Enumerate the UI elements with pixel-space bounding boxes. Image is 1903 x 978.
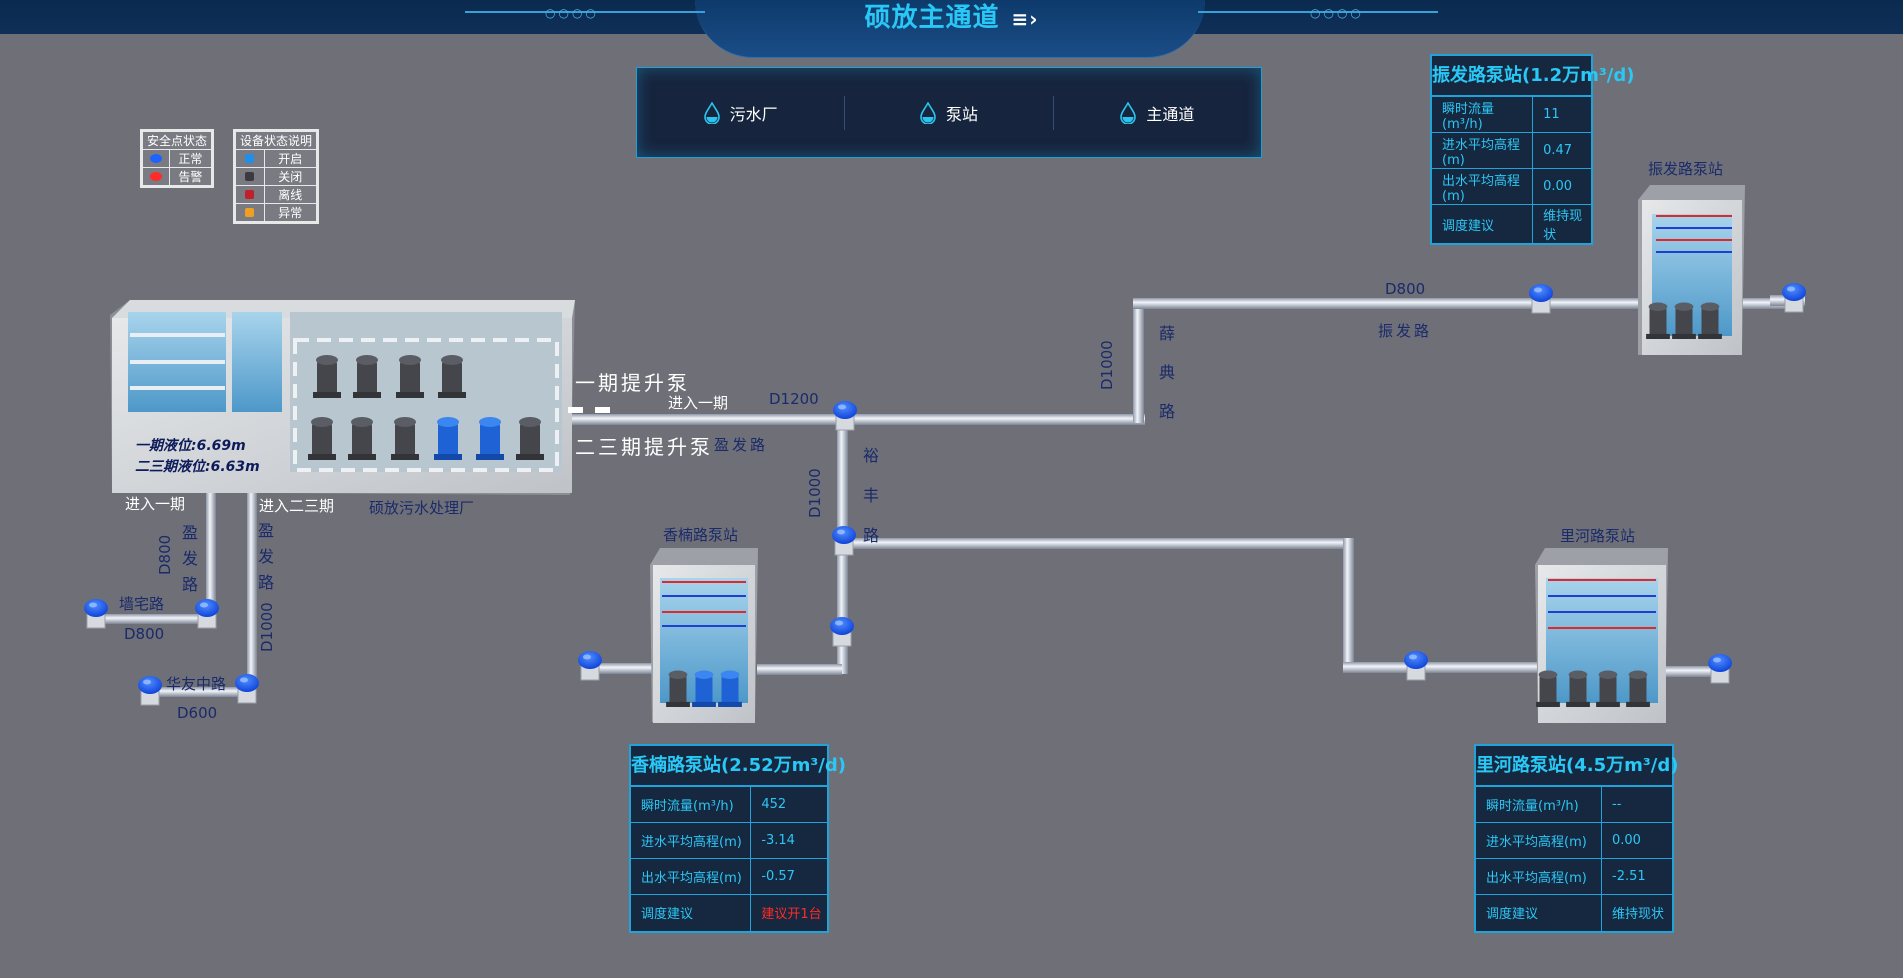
legend-label: 关闭 bbox=[263, 167, 318, 186]
pump-offline-icon bbox=[245, 189, 255, 199]
legend-device-status: 设备状态说明 开启 关闭 离线 异常 bbox=[233, 129, 320, 224]
card-field-value: 11 bbox=[1532, 96, 1591, 133]
sewage-plant-model bbox=[110, 300, 610, 495]
legend-safety-status: 安全点状态 正常 告警 bbox=[140, 129, 215, 188]
card-field-label: 瞬时流量(m³/h) bbox=[1432, 96, 1534, 133]
label-enter-phase1-pipe: 进入一期 bbox=[668, 394, 729, 412]
label-pipe-d800-vertical: D800 bbox=[156, 534, 174, 575]
tab-label: 泵站 bbox=[945, 104, 978, 124]
page-title: 硕放主通道 ≡› bbox=[0, 0, 1903, 36]
label-enter-phase23: 进入二三期 bbox=[259, 497, 335, 515]
station-model-xiangnan bbox=[650, 548, 758, 723]
header-decoration-dots-left: ○○○○ bbox=[545, 6, 599, 20]
card-field-value: 452 bbox=[750, 786, 827, 823]
legend-label: 告警 bbox=[168, 167, 213, 186]
station-name-xiangnan[interactable]: 香楠路泵站 bbox=[663, 526, 739, 544]
station-model-zhenfa bbox=[1638, 185, 1745, 355]
card-lihe-station: 里河路泵站(4.5万m³/d) 瞬时流量(m³/h)-- 进水平均高程(m)0.… bbox=[1474, 744, 1678, 933]
plant-name: 硕放污水处理厂 bbox=[369, 499, 475, 517]
page-title-text: 硕放主通道 bbox=[864, 3, 1000, 33]
status-normal-icon bbox=[149, 153, 162, 163]
card-title: 里河路泵站(4.5万m³/d) bbox=[1476, 746, 1678, 786]
label-pipe-d600: D600 bbox=[177, 704, 218, 722]
card-field-label: 调度建议 bbox=[1432, 204, 1534, 243]
label-enter-phase1: 进入一期 bbox=[125, 495, 186, 513]
plant-level-phase1: 一期液位:6.69m bbox=[135, 438, 246, 454]
pump-off-icon bbox=[245, 171, 255, 181]
label-pipe-d1000-xuedian: D1000 bbox=[1098, 340, 1116, 390]
label-pipe-d1000-left: D1000 bbox=[258, 602, 276, 652]
card-title: 香楠路泵站(2.52万m³/d) bbox=[631, 746, 846, 786]
status-alarm-icon bbox=[149, 171, 162, 181]
label-road-yingfa-left: 盈发路 bbox=[181, 523, 198, 594]
card-field-value: -2.51 bbox=[1601, 858, 1672, 895]
pump-on-icon bbox=[245, 153, 255, 163]
station-name-lihe[interactable]: 里河路泵站 bbox=[1560, 527, 1636, 545]
card-field-label: 进水平均高程(m) bbox=[631, 822, 752, 859]
card-field-value: -0.57 bbox=[750, 858, 827, 895]
tab-sewage-plant[interactable]: 污水厂 bbox=[637, 96, 844, 130]
label-pipe-d1200: D1200 bbox=[769, 390, 819, 408]
label-road-huayouzhong: 华友中路 bbox=[166, 675, 227, 693]
label-pipe-d1000-yufeng: D1000 bbox=[806, 468, 824, 518]
header-decoration-left bbox=[465, 11, 705, 13]
card-field-label: 调度建议 bbox=[1476, 894, 1602, 931]
legend-label: 异常 bbox=[263, 203, 318, 222]
plant-level-phase23: 二三期液位:6.63m bbox=[135, 459, 260, 475]
label-road-xuedian: 薛典路 bbox=[1158, 324, 1175, 421]
card-field-value: 0.00 bbox=[1601, 822, 1672, 859]
label-pipe-d800: D800 bbox=[1385, 280, 1426, 298]
label-road-yufeng: 裕丰路 bbox=[862, 446, 879, 545]
header-decoration-dots-right: ○○○○ bbox=[1310, 6, 1364, 20]
water-drop-icon bbox=[703, 101, 720, 124]
legend-title: 设备状态说明 bbox=[234, 131, 318, 150]
tab-pump-station[interactable]: 泵站 bbox=[844, 95, 1052, 130]
water-drop-icon bbox=[1120, 101, 1137, 124]
tab-label: 污水厂 bbox=[729, 104, 778, 124]
plant-pump-phase23-label: 二三期提升泵 bbox=[575, 435, 713, 459]
card-field-label: 瞬时流量(m³/h) bbox=[631, 786, 752, 823]
card-title: 振发路泵站(1.2万m³/d) bbox=[1432, 56, 1634, 96]
card-field-value: 建议开1台 bbox=[750, 894, 827, 931]
menu-collapse-icon[interactable]: ≡› bbox=[1011, 6, 1039, 31]
header-tab bbox=[695, 0, 1205, 58]
plant-pump-phase1-label: 一期提升泵 bbox=[575, 371, 690, 395]
header-decoration-right bbox=[1198, 11, 1438, 13]
water-drop-icon bbox=[920, 101, 936, 124]
station-model-lihe bbox=[1535, 548, 1668, 723]
label-road-yingfa-right: 盈发路 bbox=[257, 521, 274, 592]
card-field-label: 进水平均高程(m) bbox=[1476, 822, 1602, 859]
tab-main-channel[interactable]: 主通道 bbox=[1052, 95, 1261, 130]
label-road-qiangzhai: 墙宅路 bbox=[119, 595, 165, 613]
label-road-zhenfa: 振发路 bbox=[1378, 322, 1433, 340]
card-field-label: 出水平均高程(m) bbox=[1432, 168, 1534, 205]
card-field-value: 0.47 bbox=[1532, 132, 1591, 169]
card-zhenfa-station: 振发路泵站(1.2万m³/d) 瞬时流量(m³/h)11 进水平均高程(m)0.… bbox=[1430, 54, 1634, 245]
station-name-zhenfa[interactable]: 振发路泵站 bbox=[1648, 160, 1724, 178]
card-field-label: 调度建议 bbox=[631, 894, 752, 931]
card-field-value: -3.14 bbox=[750, 822, 827, 859]
legend-title: 安全点状态 bbox=[141, 131, 213, 150]
pump-abnormal-icon bbox=[245, 207, 255, 217]
card-field-value: 维持现状 bbox=[1532, 204, 1591, 243]
card-field-label: 进水平均高程(m) bbox=[1432, 132, 1534, 169]
label-pipe-d800-bottom: D800 bbox=[124, 625, 165, 643]
category-tabbar: 污水厂 泵站 主通道 bbox=[636, 67, 1262, 158]
card-field-value: 维持现状 bbox=[1601, 894, 1672, 931]
card-field-label: 出水平均高程(m) bbox=[1476, 858, 1602, 895]
card-xiangnan-station: 香楠路泵站(2.52万m³/d) 瞬时流量(m³/h)452 进水平均高程(m)… bbox=[629, 744, 846, 933]
tab-label: 主通道 bbox=[1146, 104, 1195, 124]
label-road-yingfa: 盈发路 bbox=[714, 436, 769, 454]
card-field-label: 出水平均高程(m) bbox=[631, 858, 752, 895]
card-field-value: -- bbox=[1601, 786, 1672, 823]
card-field-value: 0.00 bbox=[1532, 168, 1591, 205]
card-field-label: 瞬时流量(m³/h) bbox=[1476, 786, 1602, 823]
